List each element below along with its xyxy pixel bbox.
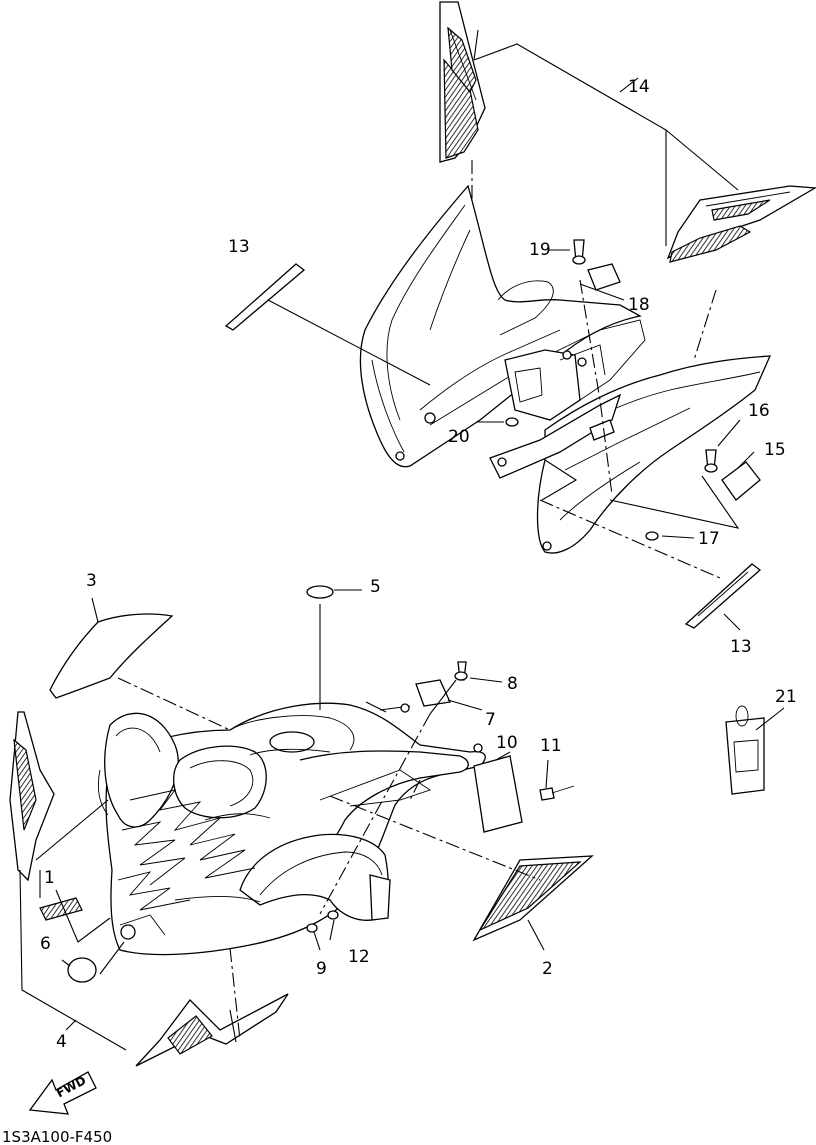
emblem-5 — [306, 585, 334, 599]
callout-14: 14 — [628, 77, 650, 97]
callout-21: 21 — [775, 687, 797, 707]
callout-16: 16 — [748, 401, 770, 421]
callout-7: 7 — [485, 710, 496, 730]
callout-9: 9 — [316, 959, 327, 979]
decal-4-left — [9, 711, 55, 882]
leader-lines-top — [267, 29, 755, 631]
callout-labels: 14 13 19 18 20 16 15 17 13 3 5 8 7 10 11… — [40, 77, 797, 1052]
callout-13-lower: 13 — [730, 637, 752, 657]
label-10 — [473, 755, 523, 833]
emblem-1 — [39, 897, 83, 921]
callout-19: 19 — [529, 240, 551, 260]
decal-14-right — [666, 185, 816, 263]
callout-6: 6 — [40, 934, 51, 954]
callout-4: 4 — [56, 1032, 67, 1052]
callout-1: 1 — [44, 868, 55, 888]
emblem-6 — [67, 957, 97, 983]
rivet-19 — [572, 239, 586, 265]
callout-11: 11 — [540, 736, 562, 756]
decal-3 — [49, 613, 174, 699]
callout-18: 18 — [628, 295, 650, 315]
rivet-16 — [704, 449, 718, 473]
callout-13-upper: 13 — [228, 237, 250, 257]
decal-13-lower — [684, 563, 762, 629]
label-18 — [587, 263, 621, 291]
decal-4-bottom — [135, 993, 289, 1067]
callout-8: 8 — [507, 674, 518, 694]
callout-2: 2 — [542, 959, 553, 979]
washer-12 — [327, 910, 339, 920]
rivet-11 — [539, 785, 575, 801]
decal-2 — [472, 855, 594, 942]
label-15 — [721, 461, 761, 501]
callout-5: 5 — [370, 577, 381, 597]
front-fender-assembly — [97, 702, 486, 956]
callout-20: 20 — [448, 427, 470, 447]
callout-15: 15 — [764, 440, 786, 460]
callout-10: 10 — [496, 733, 518, 753]
decal-13-upper — [224, 263, 306, 331]
rivet-8 — [454, 661, 468, 681]
forward-arrow-icon: FWD — [28, 1071, 97, 1115]
diagram-code: 1S3A100-F450 — [2, 1128, 112, 1145]
washer-17 — [645, 531, 659, 541]
rear-fender-assembly — [359, 184, 772, 554]
tag-21 — [725, 705, 765, 795]
leader-lines-bottom — [19, 589, 785, 1051]
washer-20 — [505, 417, 519, 427]
washer-9 — [306, 923, 318, 933]
decal-14-left — [439, 1, 486, 163]
label-7 — [415, 679, 451, 707]
callout-3: 3 — [86, 571, 97, 591]
callout-12: 12 — [348, 947, 370, 967]
callout-17: 17 — [698, 529, 720, 549]
